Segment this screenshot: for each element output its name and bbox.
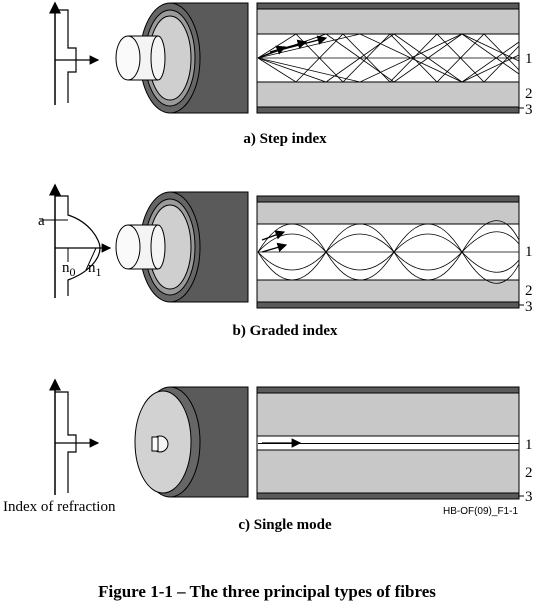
layer-label-3: 3: [525, 489, 533, 505]
index-of-refraction-label: Index of refraction: [3, 499, 116, 515]
layer-label-2: 2: [525, 465, 533, 481]
panel-graded-index: a n0 n1: [38, 183, 533, 339]
layer-label-3: 3: [525, 102, 533, 118]
caption-single-mode: c) Single mode: [238, 517, 332, 533]
step-index-profile: [49, 1, 100, 105]
graded-index-profile: [40, 183, 112, 298]
profile-label-n0: n0: [62, 260, 76, 279]
single-mode-profile: [49, 378, 100, 495]
layer-label-3: 3: [525, 299, 533, 315]
layer-label-1: 1: [525, 51, 533, 67]
layer-label-1: 1: [525, 437, 533, 453]
fibre-section-graded: [256, 195, 520, 309]
layer-label-1: 1: [525, 244, 533, 260]
profile-label-n1: n1: [88, 260, 102, 279]
fibre-end-graded: [115, 191, 249, 303]
caption-graded-index: b) Graded index: [232, 323, 338, 339]
figure-code: HB-OF(09)_F1-1: [443, 506, 518, 517]
panel-single-mode: Index of refraction 1 2 3 HB-OF(09)_F1-1…: [3, 378, 533, 533]
layer-label-2: 2: [525, 283, 533, 299]
fibre-end-single: [134, 386, 249, 498]
fibre-section-step: [256, 2, 520, 114]
profile-label-a: a: [38, 213, 45, 229]
fibre-end-step: [115, 2, 249, 114]
figure-caption: Figure 1-1 – The three principal types o…: [98, 582, 436, 601]
fibre-section-single: [256, 386, 520, 500]
caption-step-index: a) Step index: [243, 131, 327, 147]
panel-step-index: 1 2 3 a) Step index: [49, 1, 533, 147]
layer-label-2: 2: [525, 86, 533, 102]
